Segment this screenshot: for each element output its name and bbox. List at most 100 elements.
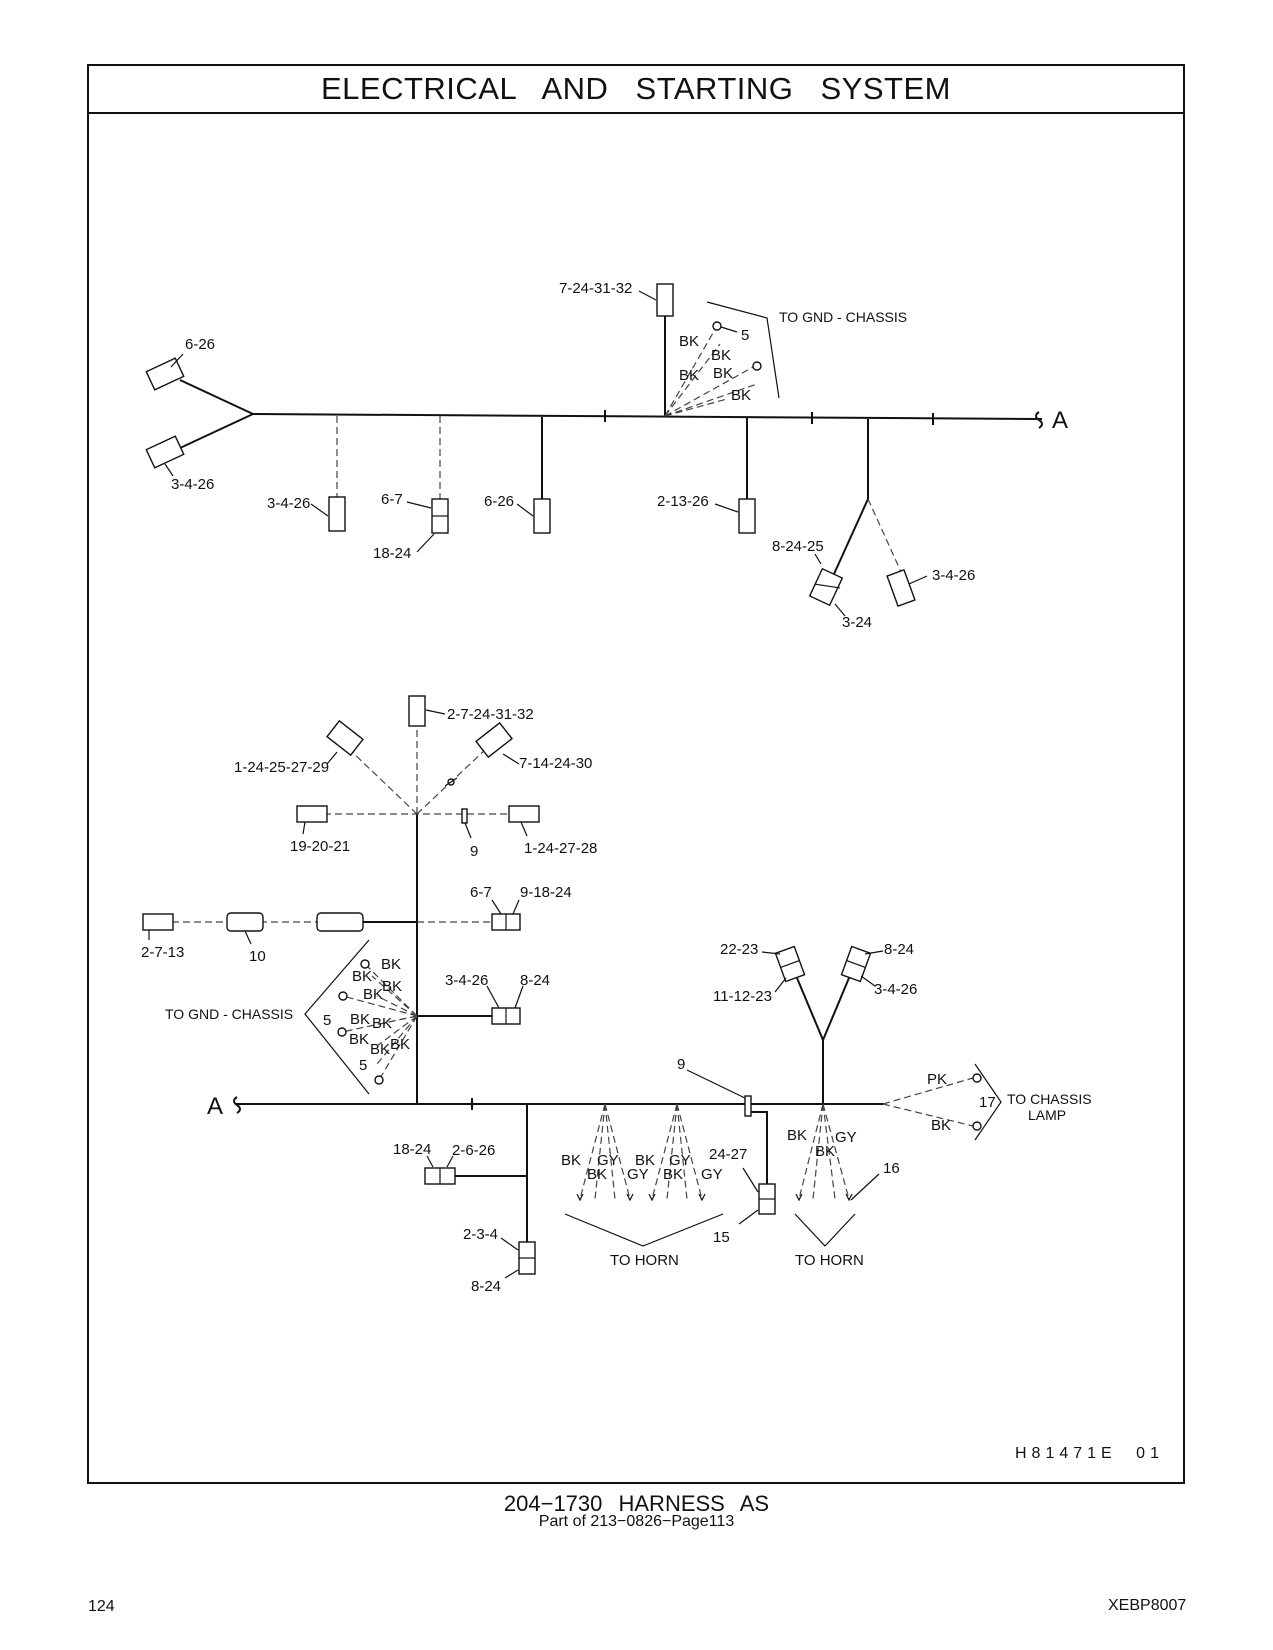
label: BK — [679, 367, 699, 384]
ground-star: BK BK BK BK BK BK BK BK BK 5 5 TO GND - … — [165, 939, 418, 1095]
label: 3-4-26 — [171, 476, 214, 493]
label: BK — [731, 387, 751, 404]
label: BK — [635, 1152, 655, 1169]
label: 17 — [979, 1094, 996, 1111]
drawing-frame: ELECTRICAL AND STARTING SYSTEM — [87, 64, 1185, 1484]
label: 6-7 — [470, 884, 492, 901]
label: BK — [382, 978, 402, 995]
label: GY — [835, 1129, 857, 1146]
label: 2-6-26 — [452, 1142, 495, 1159]
label: 8-24 — [884, 941, 914, 958]
upper-harness: A 6-26 3-4-26 3-4-26 6-7 18-24 6-26 — [145, 280, 1068, 631]
connector — [145, 357, 185, 391]
ring-terminal — [712, 321, 722, 331]
label: BK — [352, 968, 372, 985]
wiring-diagram: A 6-26 3-4-26 3-4-26 6-7 18-24 6-26 — [141, 280, 1092, 1295]
clip — [744, 1095, 752, 1117]
label: 9-18-24 — [520, 884, 572, 901]
connector — [738, 498, 756, 534]
label: GY — [627, 1166, 649, 1183]
connector — [328, 496, 346, 532]
label: BK — [587, 1166, 607, 1183]
label: 2-13-26 — [657, 493, 709, 510]
label: BK — [931, 1117, 951, 1134]
label: 7-14-24-30 — [519, 755, 592, 772]
label: 8-24 — [520, 972, 550, 989]
label: 3-4-26 — [445, 972, 488, 989]
label: 2-3-4 — [463, 1226, 498, 1243]
connector — [408, 695, 426, 727]
label: 5 — [323, 1012, 331, 1029]
label: 11-12-23 — [713, 988, 772, 1005]
connector — [656, 283, 674, 317]
label: TO HORN — [610, 1252, 679, 1269]
label: 9 — [677, 1056, 685, 1073]
label: 6-7 — [381, 491, 403, 508]
inline-part — [226, 912, 264, 932]
label: BK — [663, 1166, 683, 1183]
label: 7-24-31-32 — [559, 280, 632, 297]
lower-harness: 2-7-24-31-32 1-24-25-27-29 7-14-24-30 19… — [141, 695, 1092, 1295]
connector — [808, 567, 844, 607]
label: 1-24-25-27-29 — [234, 759, 329, 776]
label: 3-4-26 — [932, 567, 975, 584]
connector — [508, 805, 540, 823]
drawing-number: H81471E 01 — [1015, 1445, 1164, 1462]
label: 3-4-26 — [874, 981, 917, 998]
label: BK — [372, 1015, 392, 1032]
label: BK — [787, 1127, 807, 1144]
label: 6-26 — [484, 493, 514, 510]
label: 19-20-21 — [290, 838, 350, 855]
connector — [475, 721, 513, 759]
label: 5 — [359, 1057, 367, 1074]
ring-terminal — [374, 1075, 384, 1085]
label: BK — [350, 1011, 370, 1028]
label: 5 — [741, 327, 749, 344]
page-title: ELECTRICAL AND STARTING SYSTEM — [89, 66, 1183, 114]
label: BK — [349, 1031, 369, 1048]
label: BK — [713, 365, 733, 382]
label: 16 — [883, 1160, 900, 1177]
label: 24-27 — [709, 1146, 747, 1163]
label: BK — [561, 1152, 581, 1169]
label: BK — [815, 1143, 835, 1160]
ring-terminal — [338, 991, 348, 1001]
connector — [145, 435, 185, 469]
label: 3-24 — [842, 614, 872, 631]
label: BK — [370, 1041, 390, 1058]
label: 9 — [470, 843, 478, 860]
label: TO HORN — [795, 1252, 864, 1269]
label: GY — [701, 1166, 723, 1183]
label: 2-7-13 — [141, 944, 184, 961]
label: 6-26 — [185, 336, 215, 353]
label: BK — [363, 986, 383, 1003]
document-code: XEBP8007 — [1108, 1597, 1187, 1614]
label: 8-24-25 — [772, 538, 824, 555]
connector — [296, 805, 328, 823]
label: BK — [711, 347, 731, 364]
page-number: 124 — [88, 1598, 115, 1615]
connector — [326, 719, 364, 757]
inline-part — [316, 912, 364, 932]
ring-terminal — [337, 1027, 347, 1037]
label: 3-4-26 — [267, 495, 310, 512]
label: BK — [679, 333, 699, 350]
label: TO GND - CHASSIS — [779, 309, 907, 325]
label: BK — [381, 956, 401, 973]
label: 18-24 — [373, 545, 411, 562]
clip — [461, 808, 468, 824]
connector — [533, 498, 551, 534]
caption-title: 204−1730 HARNESS AS — [503, 1491, 770, 1516]
connector — [886, 568, 916, 608]
label: 18-24 — [393, 1141, 431, 1158]
ring-terminal — [360, 959, 370, 969]
ring-terminal — [752, 361, 762, 371]
ring-terminal — [972, 1073, 982, 1083]
connector — [142, 913, 174, 931]
caption-subtitle: Part of 213−0826−Page113 — [538, 1513, 735, 1530]
label: GY — [669, 1152, 691, 1169]
label: LAMP — [1028, 1107, 1066, 1123]
label: 15 — [713, 1229, 730, 1246]
label: 1-24-27-28 — [524, 840, 597, 857]
label: BK — [390, 1036, 410, 1053]
